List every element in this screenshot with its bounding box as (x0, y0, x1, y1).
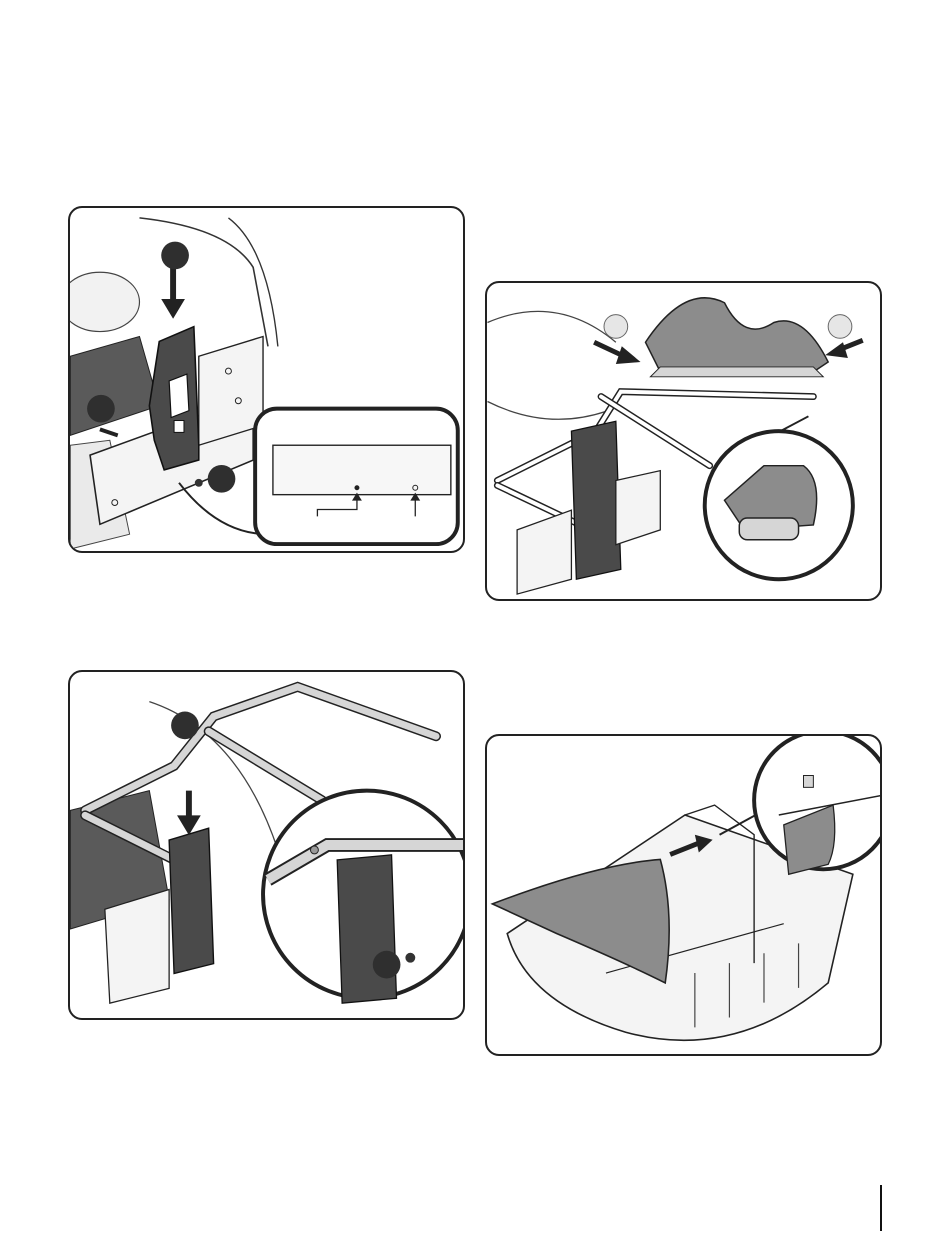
mower-body-outline (487, 311, 615, 342)
mount-bracket-right (616, 471, 660, 545)
callout-circle (161, 242, 189, 270)
zoom-clip-tab (803, 776, 813, 788)
mount-bracket-left (517, 510, 571, 594)
nut-icon (195, 479, 203, 487)
callout-circle (604, 315, 628, 339)
mower-body-outline (228, 218, 277, 347)
cover-shell-part (645, 298, 828, 372)
callout-circle (828, 315, 852, 339)
callout-circle (208, 465, 236, 493)
callout-circle (171, 712, 199, 740)
zoom-tube-end (739, 518, 798, 540)
zoom-hole (354, 485, 359, 490)
mower-body-outline (139, 218, 268, 347)
backplate-slot (174, 421, 184, 433)
figure-backplate-mount (68, 206, 465, 553)
nut-icon (310, 846, 318, 854)
backplate-slot (169, 374, 189, 417)
callout-circle (87, 395, 115, 423)
backplate-mount-illustration (70, 208, 463, 551)
mower-seat-shape (70, 272, 139, 331)
mower-body-outline (487, 402, 606, 420)
screw-icon (405, 953, 415, 963)
backplate-part (571, 421, 620, 579)
down-arrow-icon (161, 299, 185, 319)
figure-bag-liner (485, 734, 882, 1056)
callout-circle (373, 951, 401, 979)
figure-bag-frame-cover (485, 281, 882, 601)
bag-liner-illustration (487, 736, 880, 1054)
zoom-backplate (337, 855, 396, 1003)
frame-tube-highlight (209, 731, 323, 800)
left-arrow-icon (825, 342, 848, 358)
page-edge-rule (880, 1185, 882, 1231)
bag-frame-cover-illustration (487, 283, 880, 599)
zoom-bracket-plate (273, 445, 451, 494)
mower-deck-panel (70, 337, 159, 436)
right-arrow-icon (616, 346, 641, 364)
cover-lip (650, 367, 823, 377)
bolt-icon (100, 429, 118, 435)
figure-frame-insert (68, 670, 465, 1020)
frame-insert-illustration (70, 672, 463, 1018)
backplate-part (169, 828, 213, 973)
mount-bracket-left (105, 889, 169, 1003)
